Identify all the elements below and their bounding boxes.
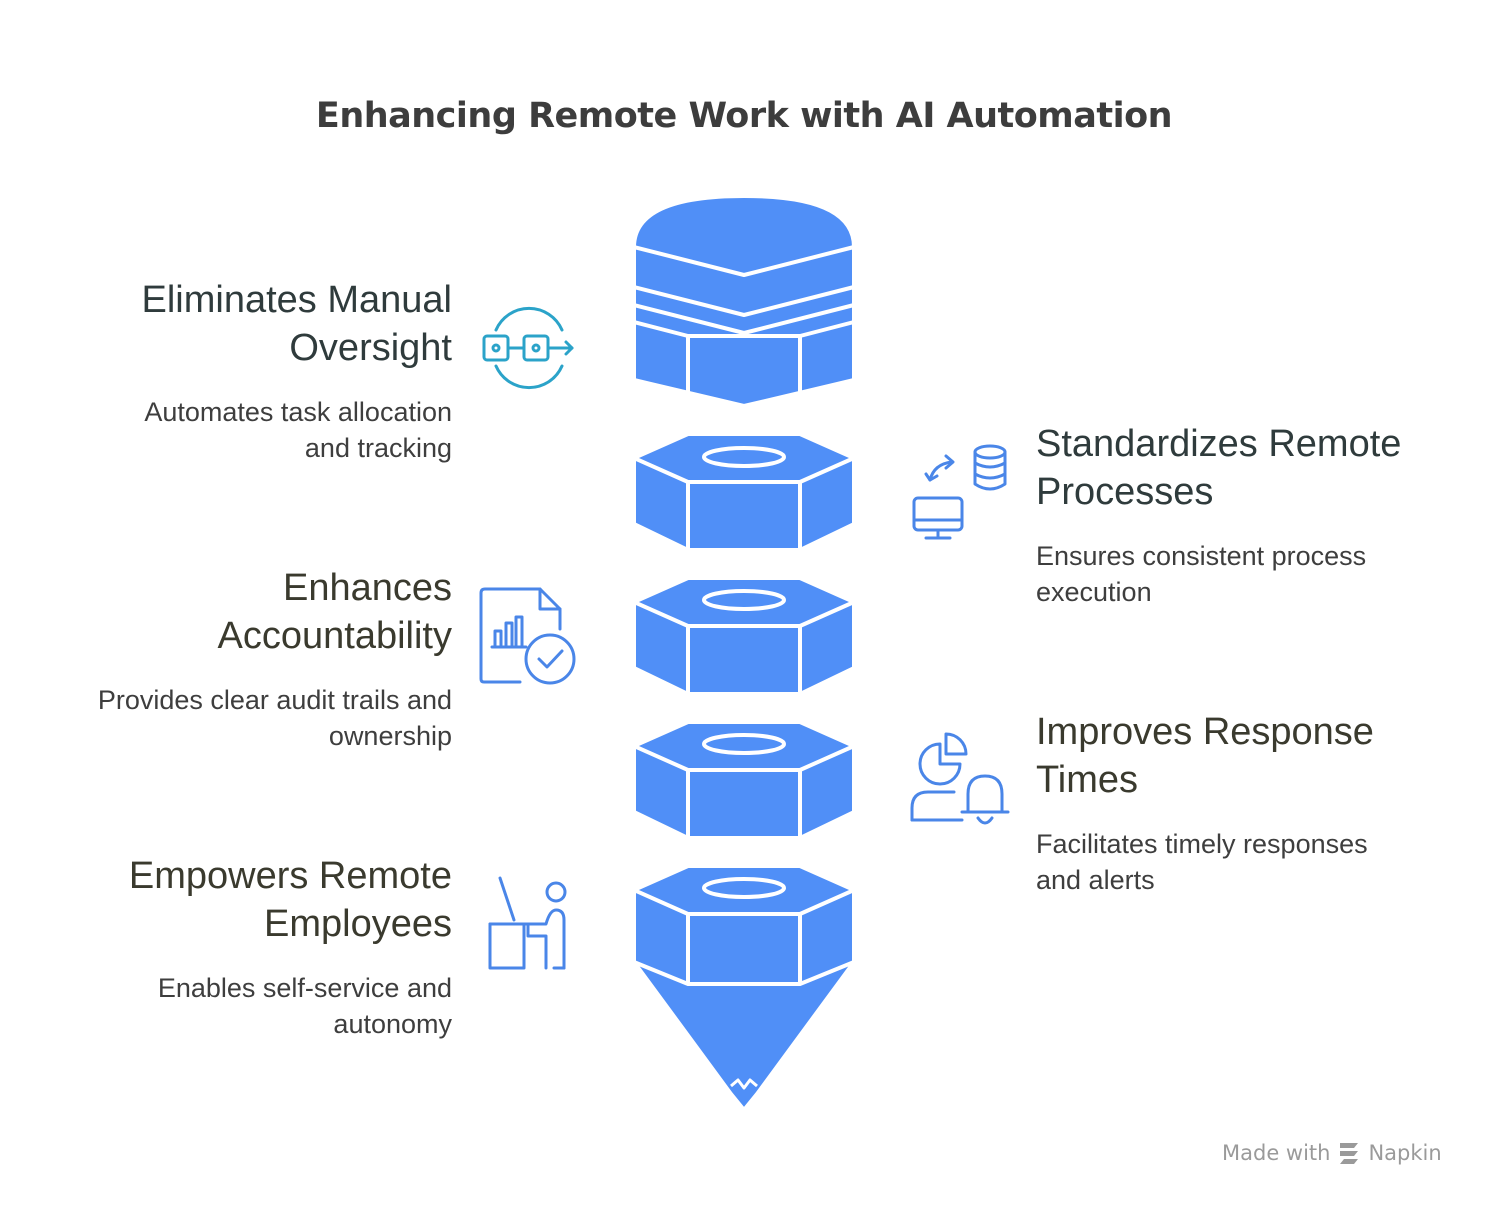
made-with-label: Made with — [1222, 1141, 1331, 1165]
pencil-segment — [632, 432, 856, 552]
napkin-logo-icon — [1340, 1143, 1359, 1164]
pencil-segment — [632, 576, 856, 696]
pencil-cap-band — [633, 245, 855, 277]
heading-empowers-remote-employees: Empowers Remote Employees — [128, 855, 452, 945]
desc-improves-response-times: Facilitates timely responses and alerts — [1036, 829, 1368, 895]
desc-standardizes-remote-processes: Ensures consistent process execution — [1036, 541, 1367, 607]
pencil-cap-band — [633, 285, 855, 317]
heading-improves-response-times: Improves Response Times — [1036, 711, 1374, 801]
pencil-segment — [632, 720, 856, 840]
heading-enhances-accountability: Enhances Accountability — [217, 567, 452, 657]
napkin-brand: Napkin — [1368, 1141, 1442, 1165]
computer-database-sync-icon — [912, 444, 1007, 540]
remote-employee-desk-icon — [488, 876, 567, 970]
automation-flow-icon — [482, 306, 574, 390]
audit-report-check-icon — [479, 587, 576, 685]
page-title: Enhancing Remote Work with AI Automation — [315, 96, 1173, 136]
desc-eliminates-manual-oversight: Automates task allocation and tracking — [144, 397, 452, 463]
pencil-top-cap — [632, 194, 856, 408]
heading-eliminates-manual-oversight: Eliminates Manual Oversight — [141, 279, 452, 369]
pencil-cap-band — [633, 303, 855, 335]
footer-watermark: Made with Napkin — [1222, 1138, 1442, 1168]
heading-standardizes-remote-processes: Standardizes Remote Processes — [1036, 423, 1402, 513]
desc-enhances-accountability: Provides clear audit trails and ownershi… — [97, 685, 452, 751]
pencil-cap-band — [633, 320, 855, 338]
desc-empowers-remote-employees: Enables self-service and autonomy — [157, 973, 452, 1039]
user-alert-bell-icon — [910, 732, 1010, 825]
